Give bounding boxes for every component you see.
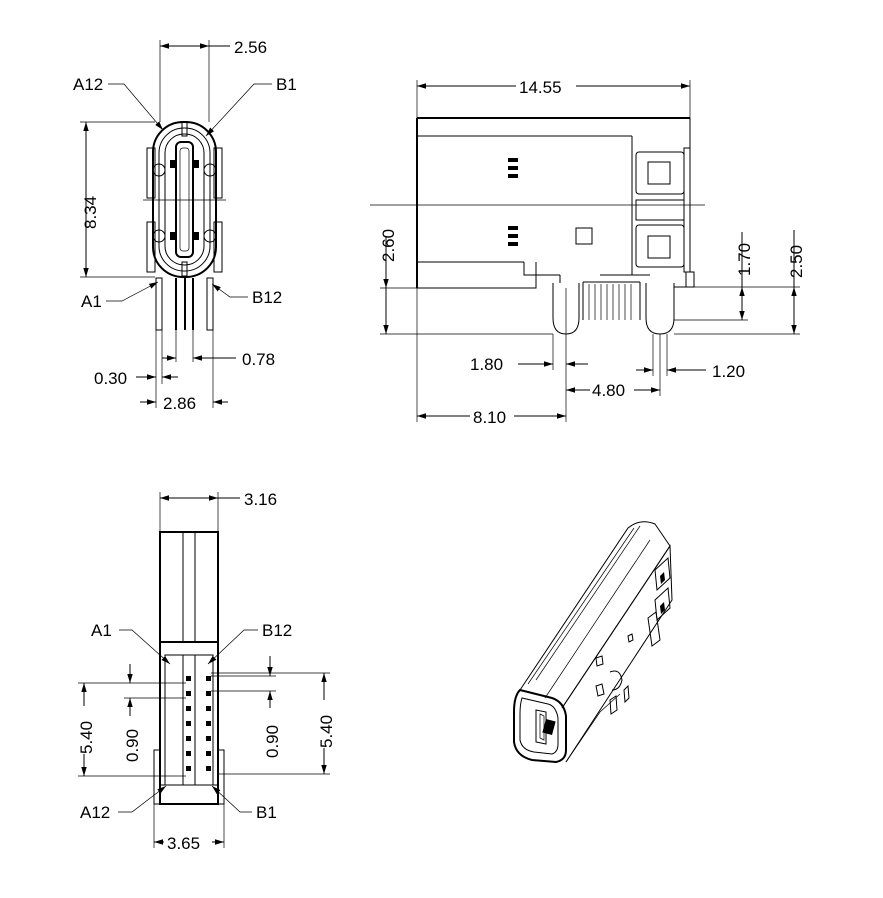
label-bottom-a1: A1 — [91, 621, 112, 640]
dim-side-lead-offset: 1.80 — [470, 355, 503, 374]
front-leg-left — [155, 277, 163, 331]
dim-bottom-pitch-right: 0.90 — [263, 725, 282, 758]
dim-front-leg-span: 2.86 — [163, 394, 196, 413]
label-front-a1: A1 — [81, 292, 102, 311]
dim-front-pin-width: 0.30 — [94, 369, 127, 388]
dim-side-shell-leg: 2.50 — [787, 245, 806, 278]
front-leg-right — [206, 277, 214, 331]
side-leg-right — [645, 283, 675, 335]
dim-side-leg-width: 1.20 — [712, 362, 745, 381]
dim-side-pin-height: 1.70 — [735, 243, 754, 276]
dim-front-pin-pitch: 0.78 — [242, 350, 275, 369]
side-pins — [588, 284, 632, 320]
dim-side-lead-span: 4.80 — [592, 381, 625, 400]
side-view: 14.55 2.60 1.70 2.50 1.80 1.20 — [370, 76, 806, 427]
bottom-shell-body — [159, 641, 219, 805]
front-tongue — [175, 141, 194, 258]
front-view: 2.56 8.34 A12 B1 A1 B12 0.78 0.30 2.86 — [73, 38, 297, 413]
dim-front-height: 8.34 — [81, 196, 100, 229]
label-front-b1: B1 — [276, 75, 297, 94]
bottom-pads-right — [206, 676, 211, 771]
label-front-b12: B12 — [252, 288, 282, 307]
usb-c-connector-isometric-icon — [513, 521, 673, 764]
front-shell-outline — [152, 121, 217, 278]
bottom-pads-left — [186, 676, 191, 771]
dim-side-front-to-lead: 8.10 — [473, 408, 506, 427]
bottom-shell-top — [159, 531, 219, 643]
label-bottom-a12: A12 — [80, 803, 110, 822]
dim-bottom-pitch-left: 0.90 — [123, 729, 142, 762]
dim-bottom-pad-span-right: 5.40 — [317, 715, 336, 748]
dim-front-width: 2.56 — [234, 38, 267, 57]
dim-side-length: 14.55 — [519, 78, 562, 97]
label-bottom-b1: B1 — [256, 803, 277, 822]
dim-bottom-width: 3.16 — [244, 490, 277, 509]
dim-side-leg-height: 2.60 — [379, 229, 398, 262]
bottom-view: 3.16 A1 B12 A12 B1 5.40 0.90 0.90 5.40 — [76, 490, 336, 853]
label-front-a12: A12 — [73, 75, 103, 94]
dim-bottom-outer-width: 3.65 — [167, 834, 200, 853]
label-bottom-b12: B12 — [262, 621, 292, 640]
dim-bottom-pad-span-left: 5.40 — [77, 721, 96, 754]
